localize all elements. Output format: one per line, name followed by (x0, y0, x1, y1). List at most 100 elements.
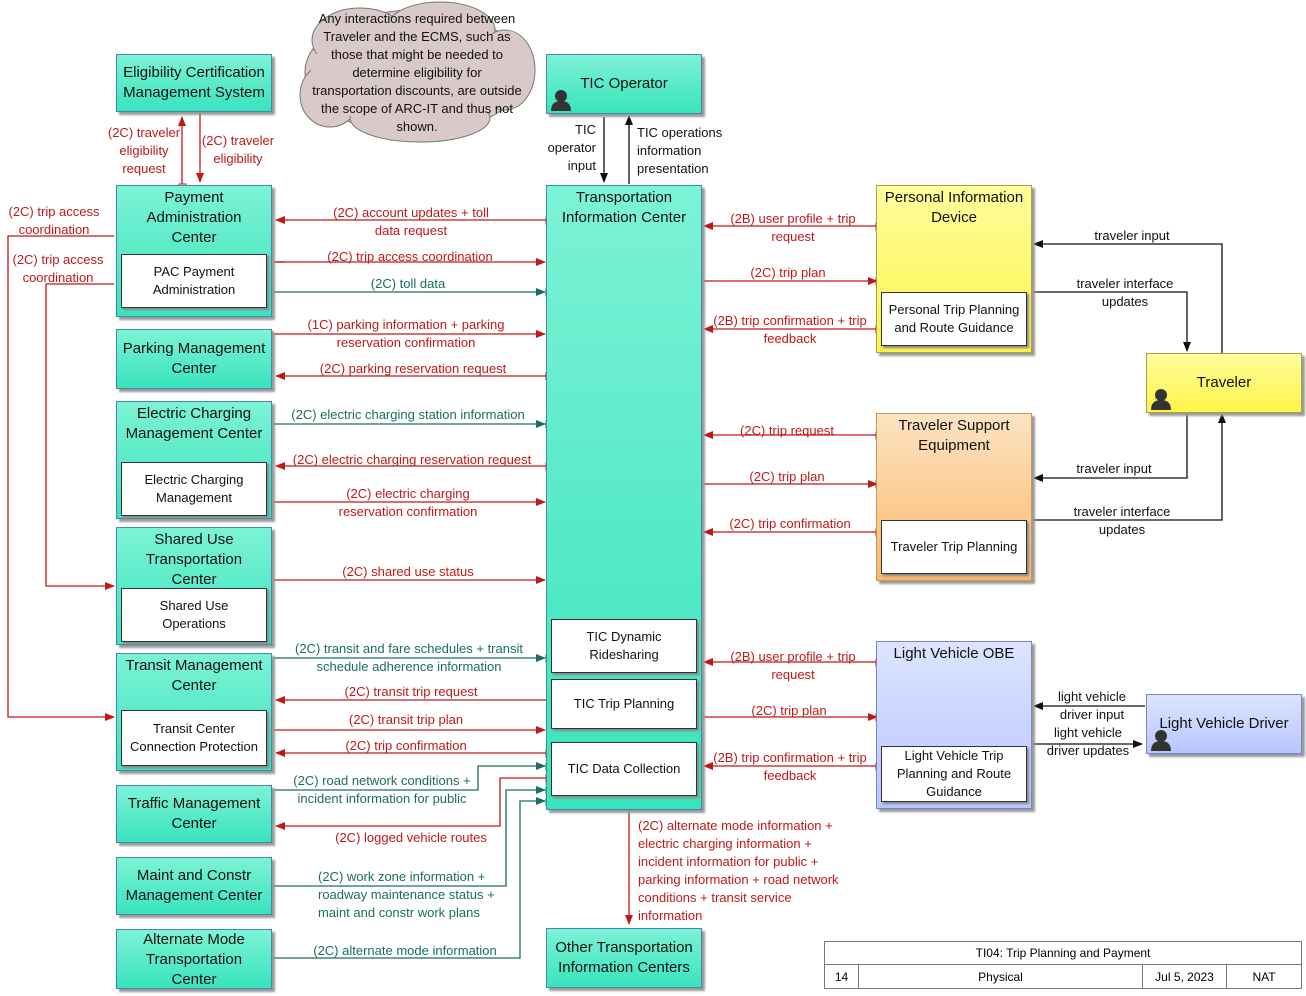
flow-label: (2C) traveler eligibility (201, 133, 275, 166)
transit-sub-box[interactable]: Transit Center Connection Protection (121, 710, 267, 766)
flow-label: (2C) toll data (370, 276, 446, 291)
flow-label: (2C) alternate mode information + electr… (638, 818, 839, 923)
flow-label: traveler input (1094, 228, 1170, 243)
altmode-title: Alternate Mode Transportation Center (143, 931, 245, 988)
person-icon (1151, 730, 1171, 751)
tse-sub-label: Traveler Trip Planning (890, 539, 1018, 554)
parking-title: Parking Management Center (122, 340, 266, 377)
tse-title: Traveler Support Equipment (898, 417, 1010, 454)
flow-label: (2C) account updates + toll data request (333, 205, 489, 238)
shared-title: Shared Use Transportation Center (145, 531, 243, 588)
flow-label: (2C) electric charging reservation reque… (292, 452, 532, 467)
flow-label: (2B) trip confirmation + trip feedback (713, 750, 867, 783)
flow-label: TIC operations information presentation (637, 125, 723, 176)
flow-label: (2C) trip plan (749, 469, 825, 484)
flow-label: (2B) user profile + trip request (730, 211, 856, 244)
flow-label: (2C) parking reservation request (319, 361, 507, 376)
flow-label: (2C) work zone information + roadway mai… (318, 869, 495, 920)
flow-label: light vehicle driver updates (1046, 725, 1130, 758)
tic-trip-sub-box[interactable]: TIC Trip Planning (551, 679, 697, 729)
tic-ride-sub-box[interactable]: TIC Dynamic Ridesharing (551, 619, 697, 673)
diagram-title: TI04: Trip Planning and Payment (825, 942, 1301, 965)
flow-label: (2C) logged vehicle routes (335, 830, 487, 845)
title-block: TI04: Trip Planning and Payment 14 Physi… (824, 941, 1302, 989)
traffic-box[interactable]: Traffic Management Center (116, 785, 272, 843)
tic-title: Transportation Information Center (561, 189, 687, 226)
person-icon (551, 90, 571, 111)
otic-box[interactable]: Other Transportation Information Centers (546, 928, 702, 988)
traveler-box[interactable]: Traveler (1146, 353, 1302, 413)
cloud-note-text: Any interactions required between Travel… (312, 11, 522, 134)
flow-label: (2C) transit and fare schedules + transi… (295, 641, 523, 674)
flow-label: (2C) trip access coordination (327, 249, 493, 264)
lvd-box[interactable]: Light Vehicle Driver (1146, 694, 1302, 754)
flow-label: (2C) trip plan (751, 703, 827, 718)
altmode-box[interactable]: Alternate Mode Transportation Center (116, 929, 272, 989)
flow-label: (2C) transit trip plan (348, 712, 464, 727)
tic-ride-label: TIC Dynamic Ridesharing (586, 629, 662, 662)
flow-label: (2B) trip confirmation + trip feedback (713, 313, 867, 346)
lvobe-sub-box[interactable]: Light Vehicle Trip Planning and Route Gu… (881, 746, 1027, 802)
transit-sub-label: Transit Center Connection Protection (130, 721, 258, 754)
flow-label: (2C) trip plan (750, 265, 826, 280)
flow-label: TIC operator input (547, 122, 596, 173)
flow-label: (2C) alternate mode information (313, 943, 497, 958)
tic-operator-title: TIC Operator (580, 75, 668, 92)
flow-label: (2C) shared use status (342, 564, 474, 579)
flow-label: (2C) electric charging reservation confi… (338, 486, 478, 519)
maint-title: Maint and Constr Management Center (125, 867, 263, 904)
flow-label: (2C) trip access coordination (8, 204, 100, 237)
ecms-box[interactable]: Eligibility Certification Management Sys… (116, 54, 272, 112)
transit-title: Transit Management Center (125, 657, 263, 694)
ecm-title: Electric Charging Management Center (125, 405, 263, 442)
pid-sub-label: Personal Trip Planning and Route Guidanc… (888, 302, 1020, 335)
pac-sub-label: PAC Payment Administration (152, 264, 236, 297)
shared-box[interactable]: Shared Use Transportation Center Shared … (116, 527, 272, 645)
flow-label: (1C) parking information + parking reser… (307, 317, 505, 350)
diagram-view: Physical (859, 965, 1143, 989)
pac-title: Payment Administration Center (146, 189, 242, 246)
ecm-box[interactable]: Electric Charging Management Center Elec… (116, 401, 272, 519)
lvobe-box[interactable]: Light Vehicle OBE Light Vehicle Trip Pla… (876, 641, 1032, 809)
flow-label: (2C) electric charging station informati… (291, 407, 525, 422)
diagram-number: 14 (825, 965, 859, 989)
tse-sub-box[interactable]: Traveler Trip Planning (881, 520, 1027, 574)
tic-trip-label: TIC Trip Planning (573, 696, 675, 711)
maint-box[interactable]: Maint and Constr Management Center (116, 857, 272, 915)
shared-sub-box[interactable]: Shared Use Operations (121, 588, 267, 642)
diagram-scope: NAT (1252, 970, 1276, 984)
flow-label: (2C) traveler eligibility request (107, 125, 181, 176)
pid-box[interactable]: Personal Information Device Personal Tri… (876, 185, 1032, 353)
tic-box[interactable]: Transportation Information Center TIC Dy… (546, 185, 702, 810)
otic-title: Other Transportation Information Centers (555, 939, 693, 976)
diagram-date: Jul 5, 2023 (1143, 965, 1227, 989)
person-icon (1151, 389, 1171, 410)
tic-operator-box[interactable]: TIC Operator (546, 54, 702, 114)
shared-sub-label: Shared Use Operations (159, 598, 229, 631)
flow-label: (2C) trip confirmation (729, 516, 851, 531)
lvobe-title: Light Vehicle OBE (893, 645, 1015, 662)
traffic-title: Traffic Management Center (127, 795, 261, 832)
lvd-title: Light Vehicle Driver (1159, 715, 1289, 732)
flow-label: light vehicle driver input (1058, 689, 1126, 722)
pac-sub-box[interactable]: PAC Payment Administration (121, 254, 267, 308)
tic-data-label: TIC Data Collection (567, 761, 681, 776)
flow-label: traveler input (1076, 461, 1152, 476)
ecm-sub-label: Electric Charging Management (144, 472, 244, 505)
ecm-sub-box[interactable]: Electric Charging Management (121, 462, 267, 516)
flow-label: (2C) transit trip request (344, 684, 478, 699)
flow-label: (2C) trip confirmation (345, 738, 467, 753)
pac-box[interactable]: Payment Administration Center PAC Paymen… (116, 185, 272, 317)
flow-label: (2C) trip request (740, 423, 834, 438)
ecms-title: Eligibility Certification Management Sys… (123, 64, 265, 101)
transit-box[interactable]: Transit Management Center Transit Center… (116, 653, 272, 771)
tse-box[interactable]: Traveler Support Equipment Traveler Trip… (876, 413, 1032, 581)
pid-sub-box[interactable]: Personal Trip Planning and Route Guidanc… (881, 292, 1027, 346)
parking-box[interactable]: Parking Management Center (116, 329, 272, 389)
lvobe-sub-label: Light Vehicle Trip Planning and Route Gu… (896, 748, 1012, 799)
flow-label: traveler interface updates (1076, 276, 1174, 309)
tic-data-sub-box[interactable]: TIC Data Collection (551, 742, 697, 796)
flow-label: (2C) trip access coordination (12, 252, 104, 285)
pid-title: Personal Information Device (884, 189, 1024, 226)
